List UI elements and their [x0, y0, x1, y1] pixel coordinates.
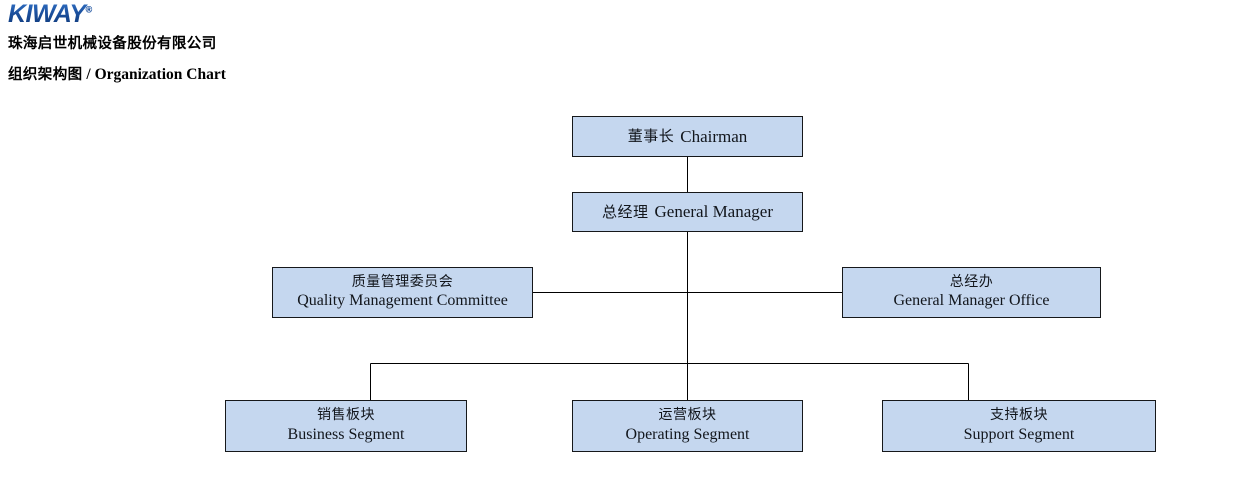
node-general-manager[interactable]: 总经理 General Manager [572, 192, 803, 232]
node-general-manager-label-en: General Manager [654, 202, 773, 222]
node-support-segment-label-cn: 支持板块 [990, 407, 1048, 424]
node-chairman-label-en: Chairman [680, 126, 748, 146]
node-general-manager-office-label-cn: 总经办 [949, 273, 994, 290]
node-quality-management-committee[interactable]: 质量管理委员会 Quality Management Committee [272, 267, 533, 318]
node-quality-management-committee-label-cn: 质量管理委员会 [351, 273, 454, 290]
node-general-manager-office-label-en: General Manager Office [893, 292, 1050, 310]
node-quality-management-committee-label-en: Quality Management Committee [297, 292, 508, 310]
node-operating-segment[interactable]: 运营板块 Operating Segment [572, 400, 803, 452]
node-general-manager-label-cn: 总经理 [602, 202, 649, 221]
node-operating-segment-label-en: Operating Segment [625, 425, 750, 443]
node-business-segment[interactable]: 销售板块 Business Segment [225, 400, 467, 452]
node-support-segment-label-en: Support Segment [963, 425, 1075, 443]
node-operating-segment-label-cn: 运营板块 [658, 407, 717, 424]
node-chairman[interactable]: 董事长 Chairman [572, 116, 803, 157]
node-support-segment[interactable]: 支持板块 Support Segment [882, 400, 1156, 452]
kiway-logo: KIWAY® [8, 2, 93, 27]
page-title-cn: 组织架构图 [8, 67, 83, 83]
page-header: KIWAY® 珠海启世机械设备股份有限公司 组织架构图 / Organizati… [0, 0, 600, 92]
company-name: 珠海启世机械设备股份有限公司 [8, 36, 217, 52]
page-title-separator: / [82, 66, 95, 83]
node-business-segment-label-en: Business Segment [287, 425, 405, 443]
node-chairman-label-cn: 董事长 [627, 127, 675, 146]
page-title: 组织架构图 / Organization Chart [8, 63, 226, 84]
node-business-segment-label-cn: 销售板块 [317, 407, 375, 424]
registered-trademark-icon: ® [85, 4, 93, 15]
page-title-en: Organization Chart [94, 66, 226, 83]
node-general-manager-office[interactable]: 总经办 General Manager Office [842, 267, 1101, 318]
